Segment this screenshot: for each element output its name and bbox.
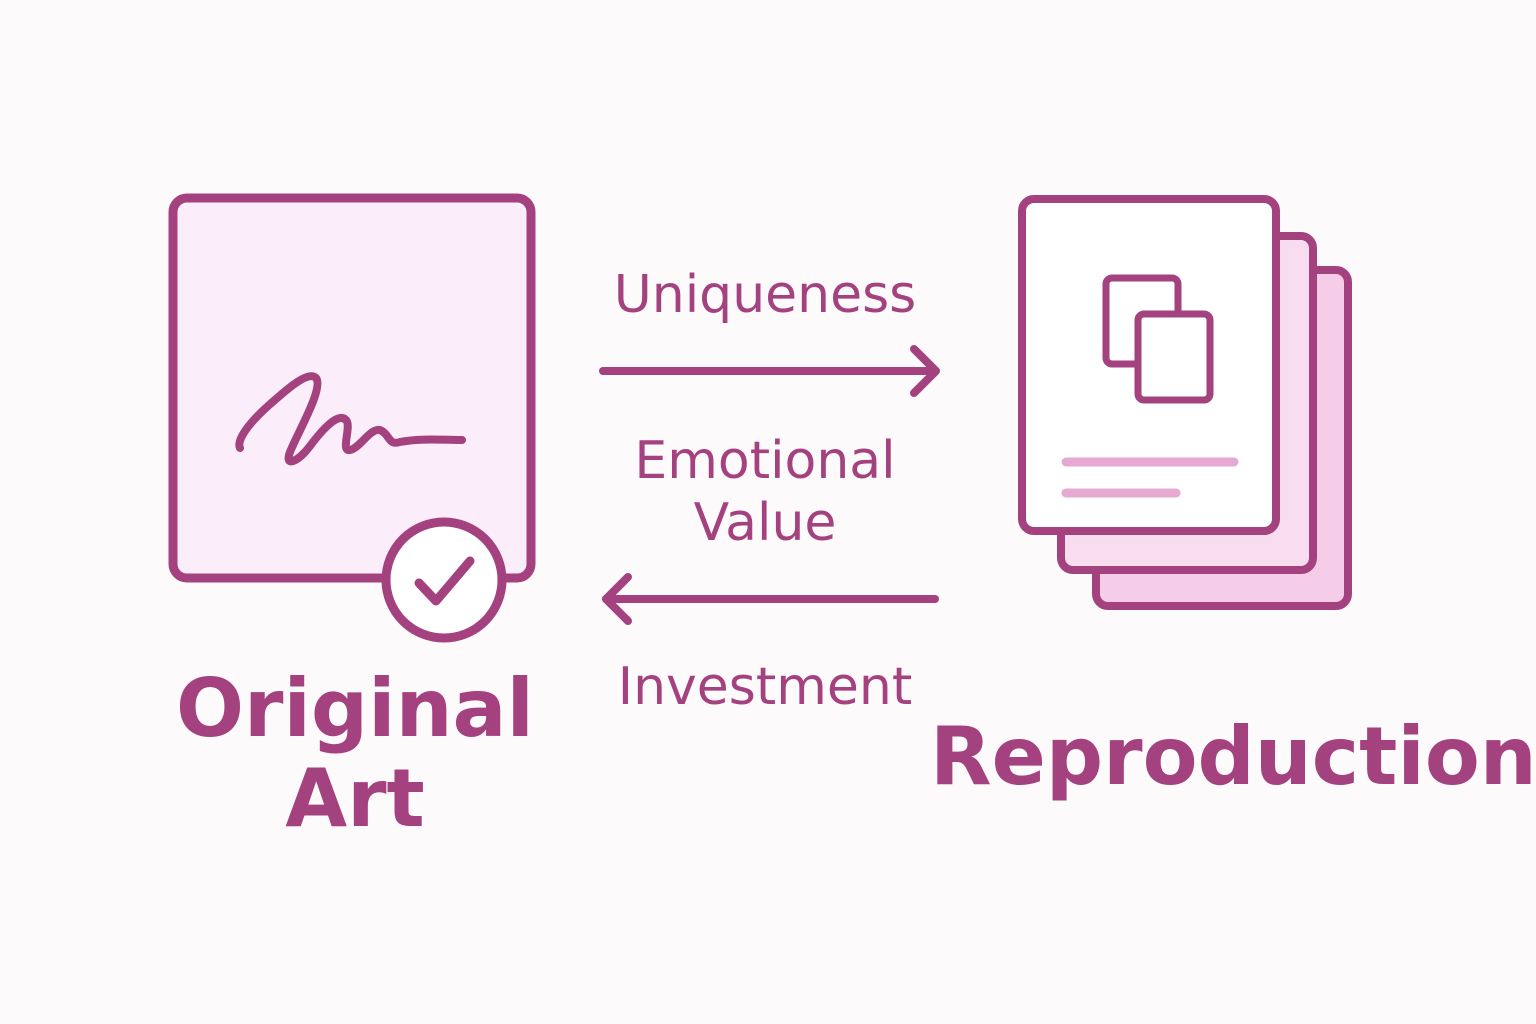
emotional-value-line2: Value <box>693 493 837 553</box>
original-canvas <box>168 193 536 583</box>
emotional-value-line1: Emotional <box>634 431 896 491</box>
original-art-title-line1: Original <box>176 662 534 755</box>
checkmark-badge-icon <box>381 517 507 643</box>
signature-icon <box>235 372 466 466</box>
emotional-value-label: Emotional Value <box>570 430 960 554</box>
uniqueness-label: Uniqueness <box>613 265 917 325</box>
reproduction-icon <box>1018 195 1352 610</box>
copy-icon <box>1102 274 1214 404</box>
original-art-title: Original Art <box>160 664 550 844</box>
original-art-icon <box>168 193 536 643</box>
original-art-title-line2: Art <box>285 752 425 845</box>
arrow-left-icon <box>602 573 939 625</box>
arrow-right-icon <box>599 345 940 397</box>
reproduction-title: Reproduction <box>930 710 1536 803</box>
investment-label: Investment <box>617 657 913 717</box>
